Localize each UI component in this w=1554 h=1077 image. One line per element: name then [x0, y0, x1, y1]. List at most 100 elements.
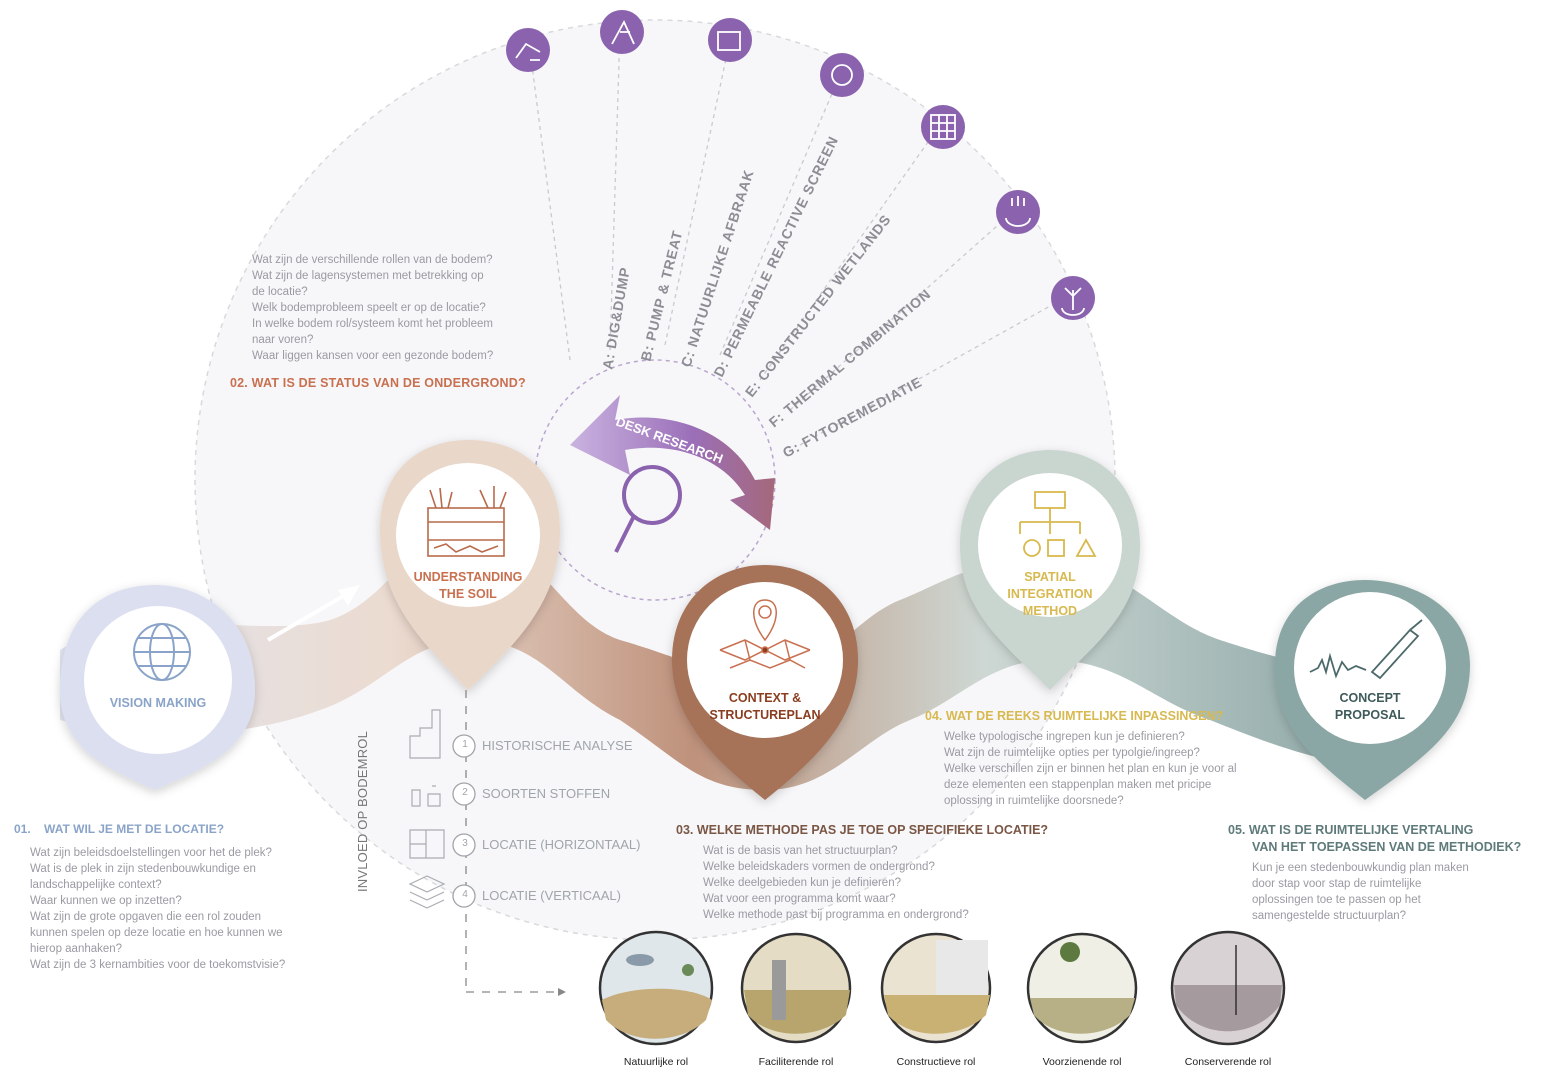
soil-role-vertical-label: INVLOED OP BODEMROL — [355, 730, 371, 893]
q02-questions: Wat zijn de verschillende rollen van de … — [252, 252, 582, 364]
q04-line: Welke typologische ingrepen kun je defin… — [944, 731, 1185, 743]
q02-line: Waar liggen kansen voor een gezonde bode… — [252, 350, 494, 362]
soil-role-vertical: INVLOED OP BODEMROL — [355, 712, 390, 912]
role-label-constructive: Constructieve rol — [896, 1056, 976, 1068]
step-num-4: 4 — [462, 889, 468, 900]
q02-line: de locatie? — [252, 286, 308, 298]
plant-glyph — [1061, 287, 1085, 316]
flow-arrow — [266, 593, 347, 642]
node-label-concept: CONCEPT PROPOSAL — [1300, 690, 1440, 724]
step-number-circles — [452, 734, 476, 908]
q04-line: deze elementen een stappenplan maken met… — [944, 779, 1212, 791]
step-label-2: SOORTEN STOFFEN — [482, 786, 611, 801]
q01-line: Wat zijn de grote opgaven die een rol zo… — [30, 911, 262, 923]
node-label-vision: VISION MAKING — [88, 695, 228, 712]
soil-layers-icon — [427, 486, 507, 557]
pen-signature-icon — [1309, 619, 1423, 680]
q04-line: Welke verschillen zijn er binnen het pla… — [944, 763, 1237, 775]
method-spokes — [529, 29, 1071, 446]
q01-line: Wat zijn de 3 kernambities voor de toeko… — [30, 959, 286, 971]
grid-icon[interactable] — [921, 105, 965, 149]
grid-glyph — [930, 114, 956, 140]
q05-questions: Kun je een stedenbouwkundig plan maken d… — [1252, 860, 1532, 924]
steps-arrowhead — [558, 988, 566, 996]
buildings-icon — [409, 709, 441, 759]
q02-line: Welk bodemprobleem speelt er op de locat… — [252, 302, 486, 314]
desk-research-arrow — [570, 395, 775, 530]
step-num-1: 1 — [462, 739, 468, 750]
q03-heading: 03. WELKE METHODE PAS JE TOE OP SPECIFIE… — [676, 823, 1049, 837]
node-label-soil: UNDERSTANDING THE SOIL — [398, 569, 538, 603]
step-label-3: LOCATIE (HORIZONTAAL) — [482, 837, 641, 852]
pump-glyph — [611, 19, 635, 45]
stacked-layers-icon — [408, 875, 446, 909]
excavator-glyph — [515, 42, 541, 61]
heat-icon[interactable] — [996, 190, 1040, 234]
q01-line: hierop aanhaken? — [30, 943, 123, 955]
q05-line: Kun je een stedenbouwkundig plan maken — [1252, 862, 1469, 874]
q05-line: oplossingen toe te passen op het — [1252, 894, 1421, 906]
q04-line: Wat zijn de ruimtelijke opties per typol… — [944, 747, 1200, 759]
chemicals-icon — [411, 785, 441, 807]
heat-glyph — [1005, 196, 1031, 227]
q02-line: Wat zijn de lagensystemen met betrekking… — [252, 270, 484, 282]
magnifier-icon — [614, 465, 682, 553]
node-label-soil-line1: UNDERSTANDING — [413, 570, 523, 584]
role-label-providing: Voorzienende rol — [1042, 1056, 1122, 1068]
role-circle-fills — [602, 940, 1282, 1039]
q03-line: Welke beleidskaders vormen de ondergrond… — [703, 861, 935, 873]
role-label-facilitating: Faciliterende rol — [758, 1056, 834, 1068]
q04-questions: Welke typologische ingrepen kun je defin… — [944, 729, 1324, 809]
node-label-context-line1: CONTEXT & — [728, 691, 802, 705]
node-label-context-line2: STRUCTUREPLAN — [709, 708, 821, 722]
step-label-4: LOCATIE (VERTICAAL) — [482, 888, 621, 903]
plan-view-icon — [409, 829, 445, 859]
node-label-spatial-line3: METHOD — [1022, 604, 1078, 618]
node-label-soil-line2: THE SOIL — [439, 587, 497, 601]
excavator-icon[interactable] — [506, 28, 550, 72]
step-num-3: 3 — [462, 838, 468, 849]
q02-line: In welke bodem rol/systeem komt het prob… — [252, 318, 493, 330]
node-label-context: CONTEXT & STRUCTUREPLAN — [690, 690, 840, 724]
q04-line: oplossing in ruimtelijke doorsnede? — [944, 795, 1124, 807]
step-label-1: HISTORISCHE ANALYSE — [482, 738, 633, 753]
q05-heading-line2: VAN HET TOEPASSEN VAN DE METHODIEK? — [1252, 840, 1522, 854]
globe-icon — [133, 623, 191, 681]
q02-heading: 02. WAT IS DE STATUS VAN DE ONDERGROND? — [230, 376, 526, 390]
q02-line: Wat zijn de verschillende rollen van de … — [252, 254, 493, 266]
box-icon[interactable] — [708, 18, 752, 62]
network-pin-icon — [719, 599, 811, 669]
grid-lines — [931, 115, 955, 139]
q05-line: door stap voor stap de ruimtelijke — [1252, 878, 1422, 890]
q01-heading: 01. WAT WIL JE MET DE LOCATIE? — [14, 822, 224, 836]
step-icons — [408, 709, 446, 909]
q03-line: Welke methode past bij programma en onde… — [703, 909, 969, 921]
node-label-vision-line1: VISION MAKING — [109, 696, 207, 710]
node-circle-context[interactable] — [687, 582, 843, 738]
q01-questions: Wat zijn beleidsdoelstellingen voor het … — [30, 845, 370, 973]
role-label-conserving: Conserverende rol — [1184, 1056, 1272, 1068]
q01-line: Wat is de plek in zijn stedenbouwkundige… — [30, 863, 256, 875]
node-circle-spatial[interactable] — [978, 473, 1122, 617]
node-circle-concept[interactable] — [1294, 592, 1446, 744]
flowchart-icon — [1019, 491, 1097, 557]
q03-line: Wat voor een programma komt waar? — [703, 893, 896, 905]
step-num-2: 2 — [462, 787, 468, 798]
q01-line: Waar kunnen we op inzetten? — [30, 895, 182, 907]
bacteria-glyph — [831, 64, 853, 86]
node-label-concept-line1: CONCEPT — [1339, 691, 1401, 705]
role-label-natural: Natuurlijke rol — [623, 1056, 689, 1068]
node-label-concept-line2: PROPOSAL — [1334, 708, 1406, 722]
q05-heading: 05. WAT IS DE RUIMTELIJKE VERTALING VAN … — [1228, 822, 1521, 856]
flow-arrowhead — [338, 585, 360, 606]
bacteria-icon[interactable] — [820, 53, 864, 97]
q01-line: Wat zijn beleidsdoelstellingen voor het … — [30, 847, 272, 859]
q03-line: Wat is de basis van het structuurplan? — [703, 845, 898, 857]
q05-heading-line1: 05. WAT IS DE RUIMTELIJKE VERTALING — [1228, 823, 1474, 837]
node-label-spatial: SPATIAL INTEGRATION METHOD — [980, 569, 1120, 620]
q03-line: Welke deelgebieden kun je definieren? — [703, 877, 901, 889]
q04-heading: 04. WAT DE REEKS RUIMTELIJKE INPASSINGEN… — [925, 709, 1224, 723]
q03-questions: Wat is de basis van het structuurplan? W… — [703, 843, 1063, 923]
q01-line: landschappelijke context? — [30, 879, 162, 891]
